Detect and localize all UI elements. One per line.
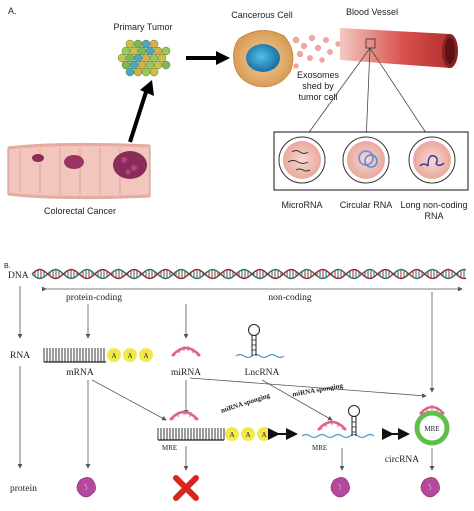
exosomes-label-line1: Exosomes: [297, 70, 340, 80]
tumor-cell: [125, 39, 135, 49]
colorectal-cancer-label: Colorectal Cancer: [44, 206, 116, 216]
dna-row-label: DNA: [8, 271, 29, 281]
mre-polya-a2: A: [245, 431, 250, 439]
blood-vessel-label: Blood Vessel: [346, 7, 398, 17]
tumor-cell: [149, 39, 159, 49]
tumor-cell: [125, 67, 135, 77]
mirna-molecule: [171, 346, 201, 357]
protein-shapes: [76, 477, 440, 498]
mrna-strand: [43, 348, 106, 363]
polya-a1: A: [111, 352, 116, 360]
tumor-cell: [121, 60, 131, 70]
tumor-cell: [129, 46, 139, 56]
cancerous-cell: [233, 30, 294, 88]
polya-a2: A: [127, 352, 132, 360]
arrow-tumor-to-cell-head: [216, 51, 230, 65]
blocked-translation-x-icon: [173, 475, 199, 501]
dna-double-helix: [31, 268, 467, 280]
colon-illustration: [7, 142, 151, 200]
microrna-circle: [278, 136, 326, 184]
zoom-lines: [301, 47, 433, 143]
tumor-cell: [161, 60, 171, 70]
mre-lncrna-molecule: [301, 405, 375, 439]
tumor-cell: [117, 53, 127, 63]
mre-mrna-comb: [157, 428, 225, 441]
exosome-particles: [292, 34, 347, 69]
lncrna-b-label: LncRNA: [245, 368, 280, 378]
mre-label-3: MRE: [424, 425, 439, 433]
tumor-cell: [137, 46, 147, 56]
tumor-cell: [153, 46, 163, 56]
tumor-cell: [141, 53, 151, 63]
polya-a3: A: [143, 352, 148, 360]
mrna-label: mRNA: [66, 368, 94, 378]
tumor-cell: [149, 53, 159, 63]
tumor-cell: [161, 46, 171, 56]
non-coding-label: non-coding: [268, 293, 312, 303]
tumor-cell: [133, 39, 143, 49]
panel-a-label: A.: [8, 6, 17, 16]
protein-coding-label: protein-coding: [66, 293, 122, 303]
lncrna-circle: [408, 136, 456, 184]
primary-tumor-label: Primary Tumor: [113, 22, 172, 32]
mre-polya-tail: [225, 427, 271, 441]
tumor-cell: [133, 53, 143, 63]
tumor-cell: [125, 53, 135, 63]
blood-vessel: [340, 28, 458, 68]
mirna-sponging-label-2: miRNA sponging: [292, 382, 344, 399]
microrna-label: MicroRNA: [281, 200, 322, 210]
mirna-label: miRNA: [171, 368, 201, 378]
tumor-cell: [121, 46, 131, 56]
circular-rna-circle: [342, 136, 390, 184]
mrna-polya-tail: [107, 348, 153, 362]
arrow-colon-to-tumor-head: [140, 80, 154, 96]
mre-label-1: MRE: [162, 444, 177, 452]
arrow-colon-to-tumor: [128, 91, 148, 143]
lncrna-label-line2: RNA: [424, 211, 443, 221]
circular-rna-label: Circular RNA: [340, 200, 393, 210]
tumor-cell: [145, 46, 155, 56]
mirna-sponging-label-1: miRNA sponging: [220, 391, 272, 415]
tumor-cell: [141, 39, 151, 49]
exosomes-label-line2: shed by: [302, 81, 334, 91]
tumor-cell: [149, 67, 159, 77]
tumor-cell: [157, 53, 167, 63]
to-protein-arrows: [183, 446, 435, 471]
primary-tumor-cluster: [117, 39, 171, 77]
tumor-cell: [137, 60, 147, 70]
dna-to-rna-arrows: [17, 286, 435, 393]
mre-polya-a3: A: [261, 431, 266, 439]
rna-to-bottom-arrows: [17, 366, 427, 469]
cancerous-cell-label: Cancerous Cell: [231, 10, 293, 20]
protein-row-label: protein: [10, 484, 37, 494]
tumor-cell: [153, 60, 163, 70]
tumor-cell: [129, 60, 139, 70]
lncrna-molecule: [235, 324, 285, 359]
exosomes-label-line3: tumor cell: [298, 92, 337, 102]
tumor-cell: [145, 60, 155, 70]
rna-row-label: RNA: [10, 351, 30, 361]
tumor-cell: [133, 67, 143, 77]
lncrna-label-line1: Long non-coding: [400, 200, 467, 210]
tumor-cell: [141, 67, 151, 77]
circrna-molecule: [414, 405, 450, 446]
mre-polya-a1: A: [229, 431, 234, 439]
panel-b-label: B.: [4, 263, 11, 270]
circrna-label: circRNA: [385, 455, 419, 465]
mre-label-2: MRE: [312, 444, 327, 452]
mre-mrna-strand: [169, 410, 199, 421]
